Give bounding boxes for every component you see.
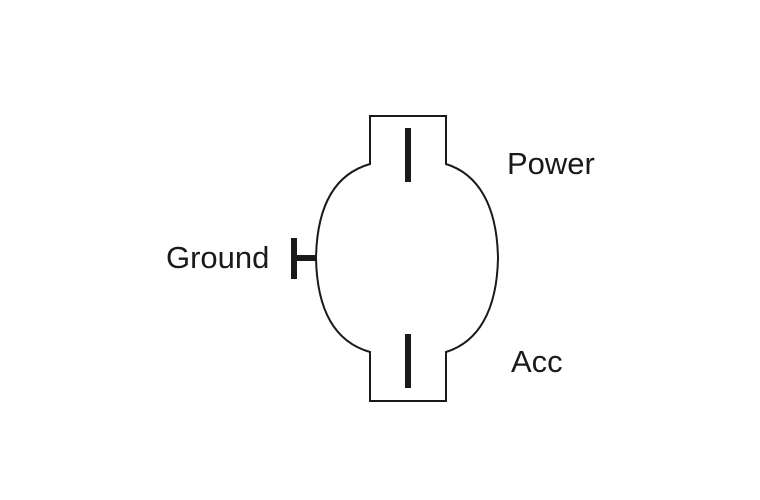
- ground-label: Ground: [166, 240, 269, 275]
- ground-terminal: [291, 238, 317, 279]
- acc-label: Acc: [511, 344, 563, 379]
- connector-outline: [314, 115, 500, 402]
- power-terminal: [405, 128, 411, 182]
- acc-terminal: [405, 334, 411, 388]
- power-label: Power: [507, 146, 595, 181]
